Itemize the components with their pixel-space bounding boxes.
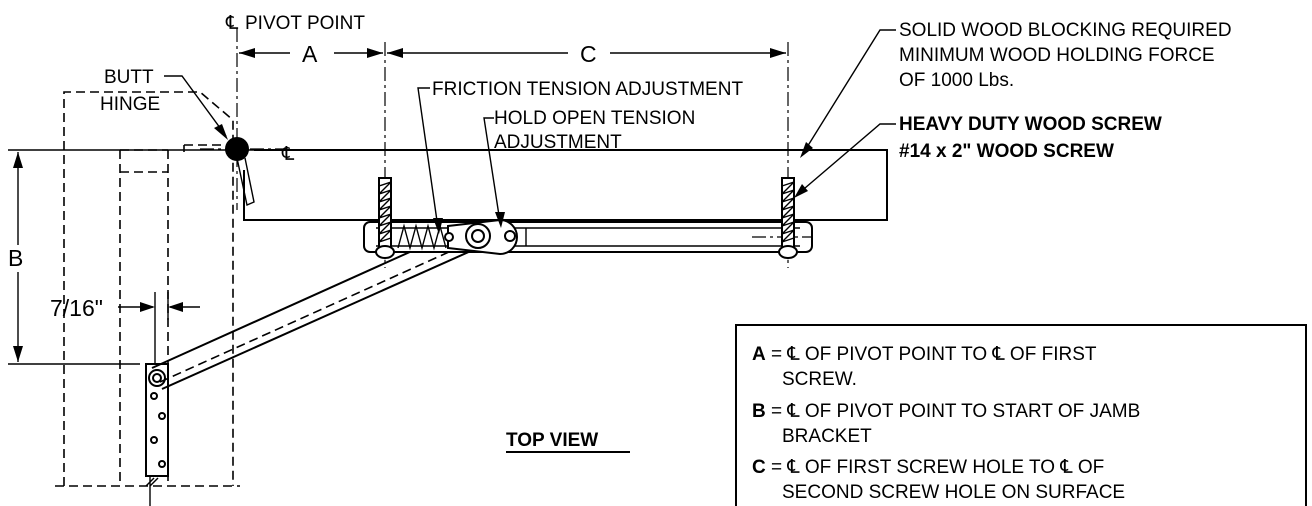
door-panel — [8, 149, 888, 221]
jamb-bracket — [145, 363, 169, 477]
hinge-leaf — [236, 157, 255, 206]
friction-tension-label: FRICTION TENSION ADJUSTMENT — [432, 79, 743, 100]
wood-screw-1 — [375, 177, 395, 260]
legend-c-line-1: C = ℄ OF FIRST SCREW HOLE TO ℄ OF — [752, 457, 1104, 478]
slider-block — [444, 218, 518, 256]
dimension-c-label: C — [580, 41, 597, 67]
solid-wood-label-3: OF 1000 Lbs. — [899, 70, 1014, 91]
dimension-7-16-label: 7/16" — [50, 295, 103, 321]
spring — [397, 223, 447, 251]
legend-a-line-2: SCREW. — [782, 369, 857, 390]
dimension-a — [239, 48, 383, 58]
pivot-centerline-symbol: ℄ — [225, 13, 239, 34]
legend-box: A = ℄ OF PIVOT POINT TO ℄ OF FIRST SCREW… — [735, 324, 1307, 506]
butt-hinge-label-1: BUTT — [104, 67, 154, 88]
legend-b-line-2: BRACKET — [782, 426, 872, 447]
hold-open-label-2: ADJUSTMENT — [494, 132, 622, 153]
dimension-c — [387, 48, 786, 58]
dimension-b-label: B — [8, 245, 23, 271]
butt-hinge-label-2: HINGE — [100, 94, 160, 115]
legend-b-line-1: B = ℄ OF PIVOT POINT TO START OF JAMB — [752, 401, 1140, 422]
solid-wood-label-2: MINIMUM WOOD HOLDING FORCE — [899, 45, 1215, 66]
dimension-7-16 — [118, 292, 200, 364]
dimension-b — [8, 152, 140, 365]
hinge-centerline-symbol: ℄ — [281, 144, 295, 165]
screw-label-2: #14 x 2" WOOD SCREW — [899, 141, 1114, 162]
legend-c-line-2: SECOND SCREW HOLE ON SURFACE — [782, 482, 1125, 503]
dimension-a-label: A — [302, 41, 318, 67]
leader-lines — [164, 29, 896, 234]
hold-open-label-1: HOLD OPEN TENSION — [494, 108, 695, 129]
top-view-title: TOP VIEW — [506, 430, 598, 451]
legend-a-line-1: A = ℄ OF PIVOT POINT TO ℄ OF FIRST — [752, 344, 1097, 365]
screw-label-1: HEAVY DUTY WOOD SCREW — [899, 114, 1162, 135]
wood-screw-2 — [778, 177, 798, 260]
solid-wood-label-1: SOLID WOOD BLOCKING REQUIRED — [899, 20, 1232, 41]
pivot-point-label: PIVOT POINT — [245, 13, 365, 34]
